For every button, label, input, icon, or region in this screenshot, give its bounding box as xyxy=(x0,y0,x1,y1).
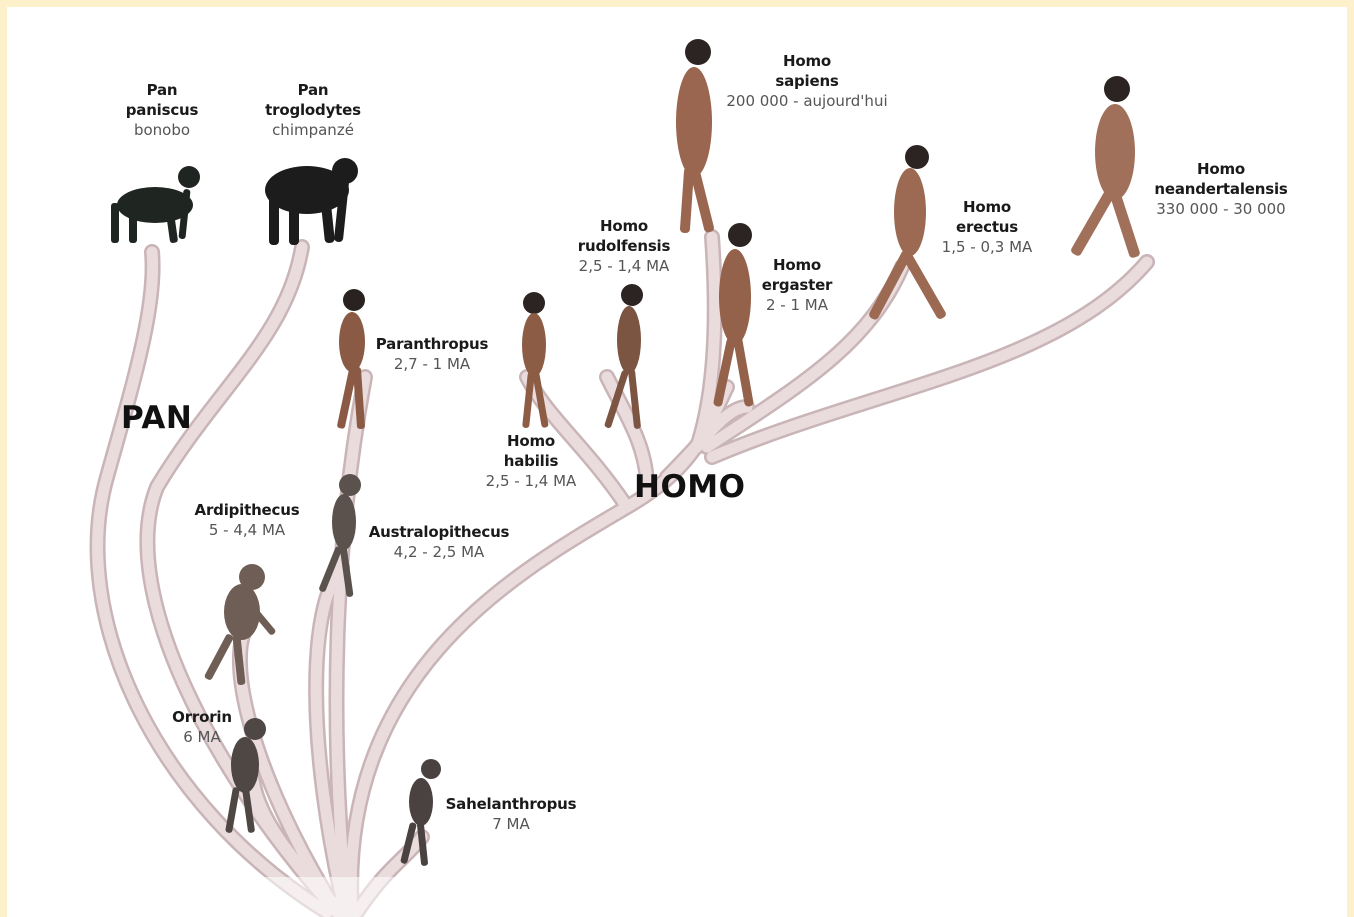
orrorin-dates: 6 MA xyxy=(183,728,221,746)
sahelanthropus-dates: 7 MA xyxy=(492,815,530,833)
ardipithecus-name: Ardipithecus xyxy=(194,501,300,519)
pan-group-label: PAN xyxy=(121,400,193,436)
homo-neandertalensis-figure xyxy=(1071,76,1140,258)
australopithecus-label: Australopithecus 4,2 - 2,5 MA xyxy=(353,522,525,562)
homo-sapiens-genus: Homo xyxy=(783,52,831,70)
pan-troglodytes-species: troglodytes xyxy=(265,101,361,119)
homo-habilis-label: Homo habilis 2,5 - 1,4 MA xyxy=(471,431,591,491)
homo-rudolfensis-figure xyxy=(604,284,643,429)
homo-habilis-figure xyxy=(522,292,549,428)
phylogenetic-tree xyxy=(89,39,1155,917)
homo-sapiens-label: Homo sapiens 200 000 - aujourd'hui xyxy=(707,51,907,111)
australopithecus-figure xyxy=(319,474,361,597)
evolution-tree-canvas: PAN HOMO Pan paniscus bonobo Pan troglod… xyxy=(7,7,1347,917)
homo-group-label: HOMO xyxy=(634,469,746,505)
sahelanthropus-name: Sahelanthropus xyxy=(445,795,577,813)
homo-ergaster-label: Homo ergaster 2 - 1 MA xyxy=(752,255,842,315)
homo-ergaster-genus: Homo xyxy=(773,256,821,274)
pan-troglodytes-genus: Pan xyxy=(297,81,329,99)
homo-ergaster-species: ergaster xyxy=(761,276,833,294)
homo-rudolfensis-label: Homo rudolfensis 2,5 - 1,4 MA xyxy=(559,216,689,276)
sahelanthropus-label: Sahelanthropus 7 MA xyxy=(431,794,591,834)
homo-ergaster-dates: 2 - 1 MA xyxy=(765,296,828,314)
homo-habilis-genus: Homo xyxy=(507,432,555,450)
homo-rudolfensis-species: rudolfensis xyxy=(577,237,671,255)
pan-paniscus-common-name: bonobo xyxy=(133,121,191,139)
paranthropus-figure xyxy=(337,289,365,430)
homo-neandertalensis-genus: Homo xyxy=(1197,160,1245,178)
australopithecus-dates: 4,2 - 2,5 MA xyxy=(393,543,485,561)
chimpanzee-figure xyxy=(265,158,358,245)
homo-habilis-species: habilis xyxy=(503,452,559,470)
pan-troglodytes-label: Pan troglodytes chimpanzé xyxy=(253,80,373,140)
sahelanthropus-figure xyxy=(400,759,441,866)
orrorin-label: Orrorin 6 MA xyxy=(162,707,242,747)
paranthropus-label: Paranthropus 2,7 - 1 MA xyxy=(362,334,502,374)
homo-neandertalensis-dates: 330 000 - 30 000 xyxy=(1156,200,1286,218)
homo-sapiens-dates: 200 000 - aujourd'hui xyxy=(726,92,888,110)
pan-paniscus-species: paniscus xyxy=(125,101,199,119)
homo-rudolfensis-dates: 2,5 - 1,4 MA xyxy=(578,257,670,275)
ardipithecus-figure xyxy=(204,564,276,685)
pan-paniscus-genus: Pan xyxy=(146,81,178,99)
australopithecus-name: Australopithecus xyxy=(368,523,510,541)
homo-sapiens-species: sapiens xyxy=(775,72,839,90)
homo-neandertalensis-species: neandertalensis xyxy=(1154,180,1288,198)
paranthropus-name: Paranthropus xyxy=(375,335,489,353)
homo-habilis-dates: 2,5 - 1,4 MA xyxy=(485,472,577,490)
homo-rudolfensis-genus: Homo xyxy=(600,217,648,235)
homo-erectus-figure xyxy=(869,145,946,320)
homo-ergaster-figure xyxy=(713,223,754,407)
homo-neandertalensis-label: Homo neandertalensis 330 000 - 30 000 xyxy=(1130,159,1312,219)
paranthropus-dates: 2,7 - 1 MA xyxy=(393,355,471,373)
homo-erectus-dates: 1,5 - 0,3 MA xyxy=(941,238,1033,256)
ardipithecus-dates: 5 - 4,4 MA xyxy=(208,521,286,539)
homo-erectus-genus: Homo xyxy=(963,198,1011,216)
homo-erectus-label: Homo erectus 1,5 - 0,3 MA xyxy=(927,197,1047,257)
orrorin-name: Orrorin xyxy=(172,708,232,726)
pan-paniscus-label: Pan paniscus bonobo xyxy=(107,80,217,140)
orrorin-figure xyxy=(225,718,266,833)
homo-sapiens-figure xyxy=(676,39,714,233)
pan-troglodytes-common-name: chimpanzé xyxy=(272,121,354,139)
homo-erectus-species: erectus xyxy=(955,218,1018,236)
bonobo-figure xyxy=(111,166,200,243)
ardipithecus-label: Ardipithecus 5 - 4,4 MA xyxy=(177,500,317,540)
